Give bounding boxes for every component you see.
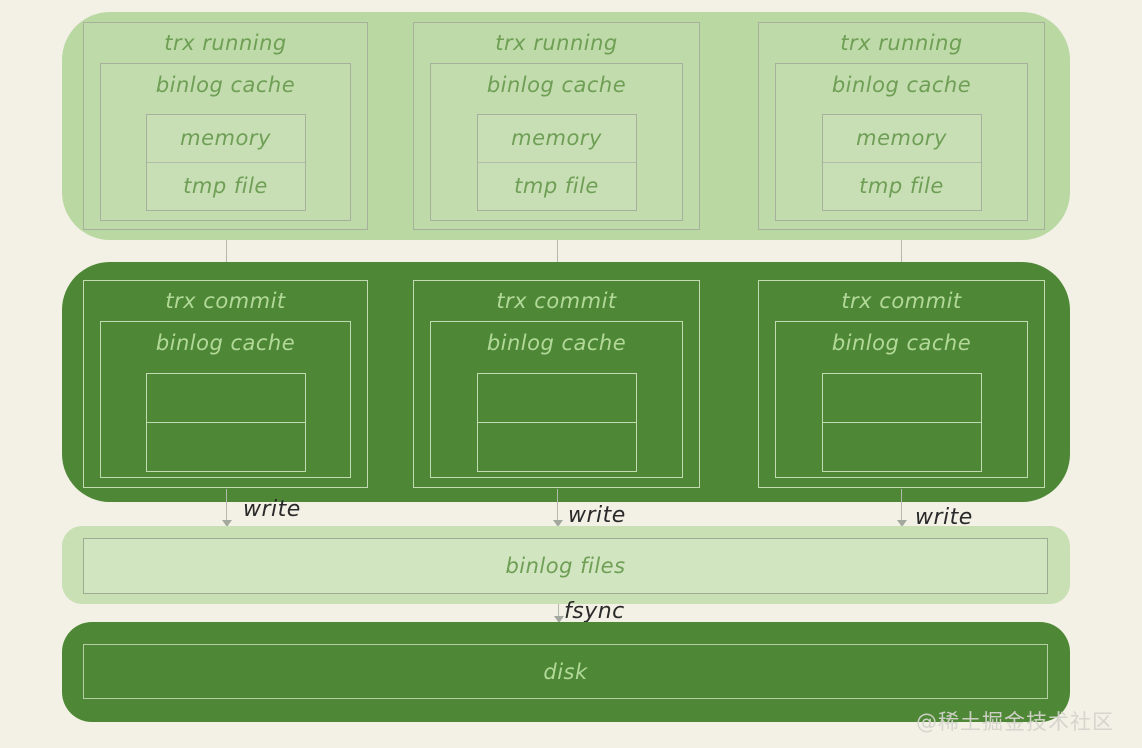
fsync-label: fsync — [564, 599, 625, 624]
trx-running-box: trx running binlog cache memory tmp file — [413, 22, 700, 230]
trx-commit-box: trx commit binlog cache — [413, 280, 700, 488]
trx-running-title: trx running — [840, 31, 963, 55]
cache-slot-lower — [478, 423, 636, 471]
watermark: @稀土掘金技术社区 — [916, 710, 1114, 734]
write-label: write — [568, 503, 626, 528]
trx-running-title: trx running — [164, 31, 287, 55]
cache-slots-box — [476, 373, 637, 472]
trx-running-section: trx running binlog cache memory tmp file… — [62, 12, 1070, 240]
trx-commit-box: trx commit binlog cache — [758, 280, 1045, 488]
memory-tmpfile-box: memory tmp file — [476, 114, 637, 211]
trx-running-box: trx running binlog cache memory tmp file — [758, 22, 1045, 230]
cache-slots-box — [145, 373, 306, 472]
binlog-cache-box: binlog cache — [775, 321, 1028, 478]
arrow-down-icon — [553, 489, 563, 527]
trx-commit-title: trx commit — [841, 289, 962, 313]
binlog-cache-box: binlog cache memory tmp file — [430, 63, 683, 221]
cache-slot-lower — [147, 423, 305, 471]
arrow-down-icon — [554, 604, 564, 623]
binlog-cache-title: binlog cache — [486, 73, 627, 97]
memory-tmpfile-box: memory tmp file — [821, 114, 982, 211]
cache-slot-upper — [477, 374, 636, 423]
trx-commit-box: trx commit binlog cache — [83, 280, 368, 488]
disk-bar: disk — [62, 622, 1070, 722]
trx-commit-section: trx commit binlog cache trx commit binlo… — [62, 262, 1070, 502]
arrow-down-icon — [897, 489, 907, 527]
trx-commit-title: trx commit — [165, 289, 286, 313]
arrow-down-icon — [222, 489, 232, 527]
binlog-cache-title: binlog cache — [831, 73, 972, 97]
trx-running-title: trx running — [495, 31, 618, 55]
write-label: write — [915, 505, 973, 530]
tmp-file-cell: tmp file — [514, 174, 599, 198]
binlog-cache-box: binlog cache memory tmp file — [775, 63, 1028, 221]
memory-cell: memory — [477, 115, 636, 163]
binlog-cache-box: binlog cache memory tmp file — [100, 63, 351, 221]
trx-commit-title: trx commit — [496, 289, 617, 313]
memory-cell: memory — [146, 115, 305, 163]
cache-slots-box — [821, 373, 982, 472]
disk-label: disk — [83, 644, 1048, 699]
trx-running-box: trx running binlog cache memory tmp file — [83, 22, 368, 230]
binlog-cache-title: binlog cache — [486, 331, 627, 355]
binlog-cache-title: binlog cache — [155, 331, 296, 355]
binlog-cache-box: binlog cache — [430, 321, 683, 478]
memory-tmpfile-box: memory tmp file — [145, 114, 306, 211]
write-label: write — [243, 497, 301, 522]
tmp-file-cell: tmp file — [183, 174, 268, 198]
binlog-files-bar: binlog files — [62, 526, 1070, 604]
cache-slot-upper — [822, 374, 981, 423]
cache-slot-upper — [146, 374, 305, 423]
cache-slot-lower — [823, 423, 981, 471]
binlog-cache-title: binlog cache — [155, 73, 296, 97]
tmp-file-cell: tmp file — [859, 174, 944, 198]
binlog-cache-box: binlog cache — [100, 321, 351, 478]
binlog-cache-title: binlog cache — [831, 331, 972, 355]
memory-cell: memory — [822, 115, 981, 163]
binlog-files-label: binlog files — [83, 538, 1048, 594]
